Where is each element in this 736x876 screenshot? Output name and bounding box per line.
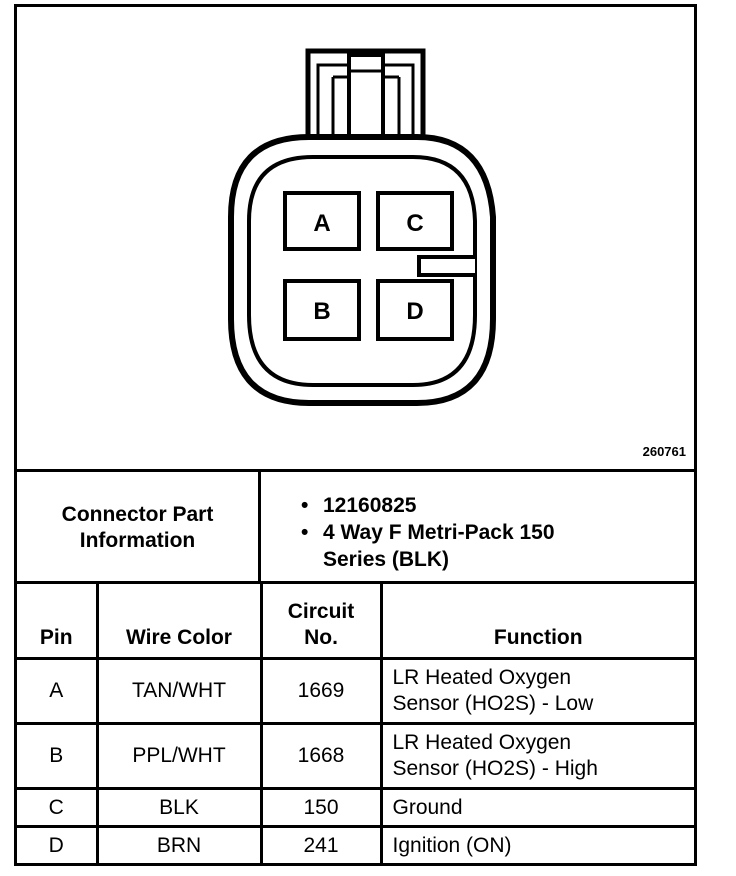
cavity-label-d: D: [406, 298, 423, 325]
cavity-b: [283, 279, 361, 341]
connector-type-line-1: 4 Way F Metri-Pack 150: [323, 521, 555, 544]
connector-body-inner: [247, 155, 477, 387]
cavity-d: [376, 279, 454, 341]
circuit-cell: 1669: [259, 657, 383, 725]
connector-type-item: 4 Way F Metri-Pack 150 Series (BLK): [301, 519, 694, 573]
circuit-cell: 241: [259, 825, 383, 863]
locking-tab: [305, 48, 426, 141]
cavity-c: [376, 191, 454, 251]
connector-part-info-heading: Connector Part Information: [17, 472, 261, 584]
header-circuit-line-1: Circuit: [287, 600, 355, 623]
cavity-label-c: C: [406, 210, 423, 237]
header-wire-color: Wire Color: [95, 581, 263, 660]
connector-drawing: A C B D: [228, 48, 496, 406]
circuit-cell: 1668: [259, 722, 383, 790]
part-number: 12160825: [323, 494, 417, 517]
function-cell: Ignition (ON): [379, 825, 694, 863]
wire-color-cell: BRN: [95, 825, 263, 863]
pin-cell: B: [17, 722, 99, 790]
header-function: Function: [379, 581, 694, 660]
wire-color-cell: TAN/WHT: [95, 657, 263, 725]
function-cell: Ground: [379, 787, 694, 828]
function-line-2: Sensor (HO2S) - Low: [392, 692, 594, 715]
cavity-a: [283, 191, 361, 251]
table-row: C BLK 150 Ground: [17, 787, 694, 828]
header-pin: Pin: [17, 581, 99, 660]
cavity-label-a: A: [313, 210, 330, 237]
connector-type-line-2: Series (BLK): [323, 548, 450, 571]
function-line-2: Sensor (HO2S) - High: [392, 757, 598, 780]
pin-cell: C: [17, 787, 99, 828]
header-circuit-line-2: No.: [304, 626, 338, 649]
connector-end-view-frame: A C B D 260761 Connector Part Informatio…: [14, 4, 697, 866]
table-row: D BRN 241 Ignition (ON): [17, 825, 694, 863]
connector-part-info-list: 12160825 4 Way F Metri-Pack 150 Series (…: [261, 472, 694, 584]
circuit-cell: 150: [259, 787, 383, 828]
wire-color-cell: BLK: [95, 787, 263, 828]
connector-diagram: A C B D 260761: [17, 7, 694, 469]
figure-number: 260761: [642, 444, 686, 459]
wire-color-cell: PPL/WHT: [95, 722, 263, 790]
cavity-label-b: B: [313, 298, 330, 325]
heading-line-1: Connector Part: [61, 503, 214, 526]
function-line-1: LR Heated Oxygen: [392, 666, 572, 689]
keyway-slot: [417, 255, 475, 277]
connector-part-info-row: Connector Part Information 12160825 4 Wa…: [17, 469, 694, 584]
pin-cell: D: [17, 825, 99, 863]
function-line-1: LR Heated Oxygen: [392, 731, 572, 754]
pin-cell: A: [17, 657, 99, 725]
heading-line-2: Information: [79, 529, 196, 552]
part-number-item: 12160825: [301, 492, 694, 519]
